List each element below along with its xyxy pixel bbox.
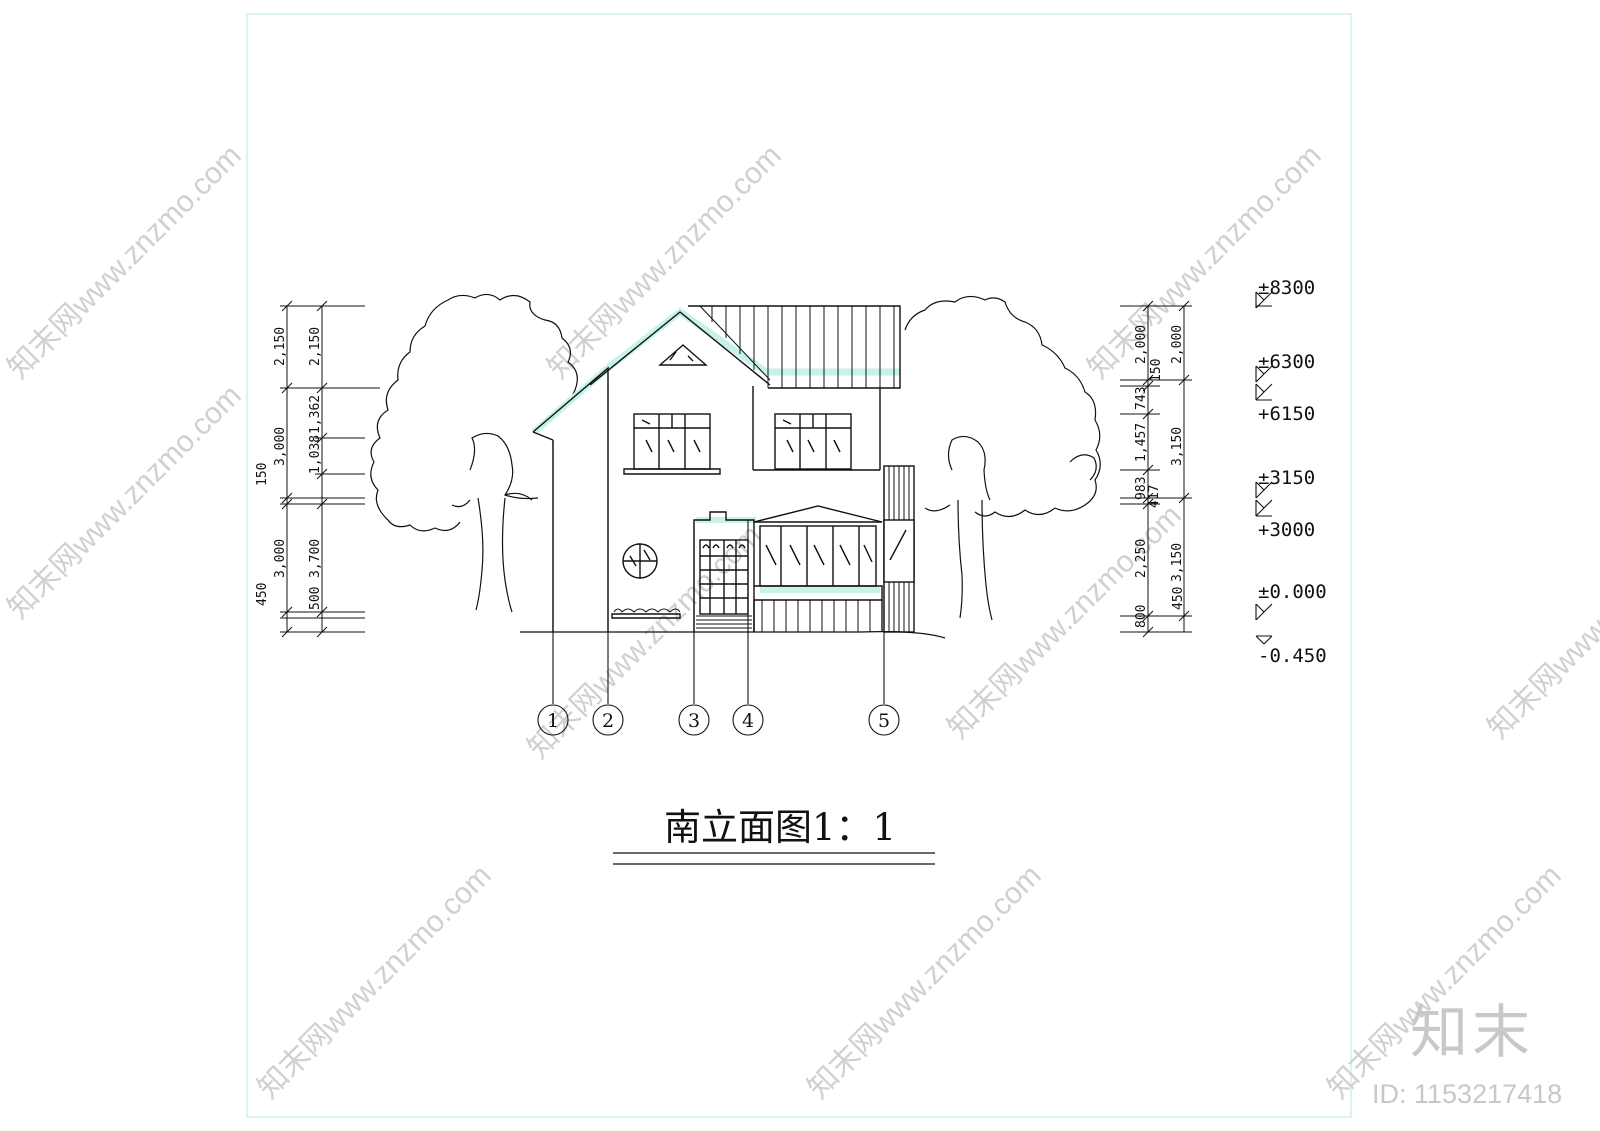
elevation-6150: +6150	[1258, 403, 1315, 425]
watermark-text: 知末网www.znzmo.com	[1322, 859, 1568, 1105]
right-inner-dim-3: 743	[1134, 387, 1149, 410]
elevation-labels: ±8300 ±6300 +6150 ±3150 +3000 ±0.000 -0.…	[1258, 277, 1327, 667]
elevation-3150: ±3150	[1258, 467, 1315, 489]
axis-label-1: 1	[547, 710, 559, 732]
axis-label-5: 5	[878, 710, 890, 732]
watermark-text: 知末网www.znzmo.com	[1482, 499, 1600, 745]
watermark-text: 知末网www.znzmo.com	[942, 499, 1188, 745]
brand-id-label: ID: 1153217418	[1372, 1079, 1562, 1109]
watermark-text: 知末网www.znzmo.com	[1082, 139, 1328, 385]
axis-bubble-1	[537, 704, 569, 736]
right-tower	[883, 465, 915, 633]
watermark-layer: 知末网www.znzmo.com 知末网www.znzmo.com 知末网www…	[2, 139, 1600, 1105]
right-outer-dim-1: 2,000	[1170, 325, 1185, 364]
left-outer-dim-5: 450	[255, 583, 270, 606]
axis-bubble-4	[732, 704, 764, 736]
left-dimension-text: 2,150 3,000 150 3,000 450 2,150 1,362 1,…	[255, 327, 323, 610]
watermark-text: 知末网www.znzmo.com	[542, 139, 788, 385]
right-inner-dim-5: 983	[1134, 477, 1149, 500]
entry-steps	[696, 615, 752, 629]
elevation-minus-0450: -0.450	[1258, 645, 1327, 667]
left-dimension-lines	[280, 300, 380, 638]
watermark-text: 知末网www.znzmo.com	[2, 139, 248, 385]
right-inner-dim-4: 1,457	[1134, 423, 1149, 462]
drawing-title: 南立面图1：1	[664, 806, 896, 849]
left-outer-dim-4: 3,000	[273, 539, 288, 578]
brand-logo-text: 知末	[1410, 998, 1534, 1066]
right-inner-dim-7: 2,250	[1134, 539, 1149, 578]
upper-window-left	[623, 413, 721, 475]
roof-strips	[699, 305, 895, 388]
left-outer-dim-3: 150	[255, 463, 270, 486]
left-inner-dim-4: 3,700	[308, 539, 323, 578]
watermark-text: 知末网www.znzmo.com	[2, 379, 248, 625]
sheet-border	[246, 13, 1352, 1118]
right-dimension-lines	[1120, 300, 1192, 638]
ground-line	[520, 631, 946, 639]
watermark-text: 知末网www.znzmo.com	[802, 859, 1048, 1105]
elevation-markers	[1255, 291, 1273, 645]
right-inner-dim-9: 800	[1134, 605, 1149, 628]
left-tree	[370, 293, 578, 613]
right-dimension-text: 2,000 150 743 1,457 983 417 2,250 450 80…	[1134, 325, 1186, 628]
axis-label-2: 2	[602, 710, 614, 732]
right-inner-dim-1: 2,000	[1134, 325, 1149, 364]
left-outer-dim-2: 3,000	[273, 427, 288, 466]
left-inner-dim-5: 500	[308, 587, 323, 610]
left-inner-dim-2: 1,362	[308, 395, 323, 434]
house-elevation	[531, 305, 915, 633]
left-outer-dim-1: 2,150	[273, 327, 288, 366]
axis-label-4: 4	[742, 710, 754, 732]
elevation-3000: +3000	[1258, 519, 1315, 541]
axis-bubble-2	[592, 704, 624, 736]
right-inner-dim-6: 417	[1147, 485, 1162, 508]
left-inner-dim-3: 1,038	[308, 435, 323, 474]
right-inner-dim-2: 150	[1149, 359, 1164, 382]
axis-grid	[537, 384, 900, 736]
upper-window-right	[774, 413, 852, 470]
axis-bubble-5	[868, 704, 900, 736]
right-outer-dim-2: 3,150	[1170, 427, 1185, 466]
axis-bubble-3	[678, 704, 710, 736]
right-outer-dim-3: 3,150	[1170, 543, 1185, 582]
watermark-text: 知末网www.znzmo.com	[252, 859, 498, 1105]
right-inner-dim-8: 450	[1171, 587, 1186, 610]
title-underline	[613, 852, 935, 865]
left-inner-dim-1: 2,150	[308, 327, 323, 366]
elevation-8300: ±8300	[1258, 277, 1315, 299]
elevation-0000: ±0.000	[1258, 581, 1327, 603]
axis-label-3: 3	[688, 710, 700, 732]
axis-labels: 1 2 3 4 5	[547, 710, 890, 732]
sunroom	[753, 505, 883, 632]
elevation-6300: ±6300	[1258, 351, 1315, 373]
right-tree	[904, 295, 1101, 621]
